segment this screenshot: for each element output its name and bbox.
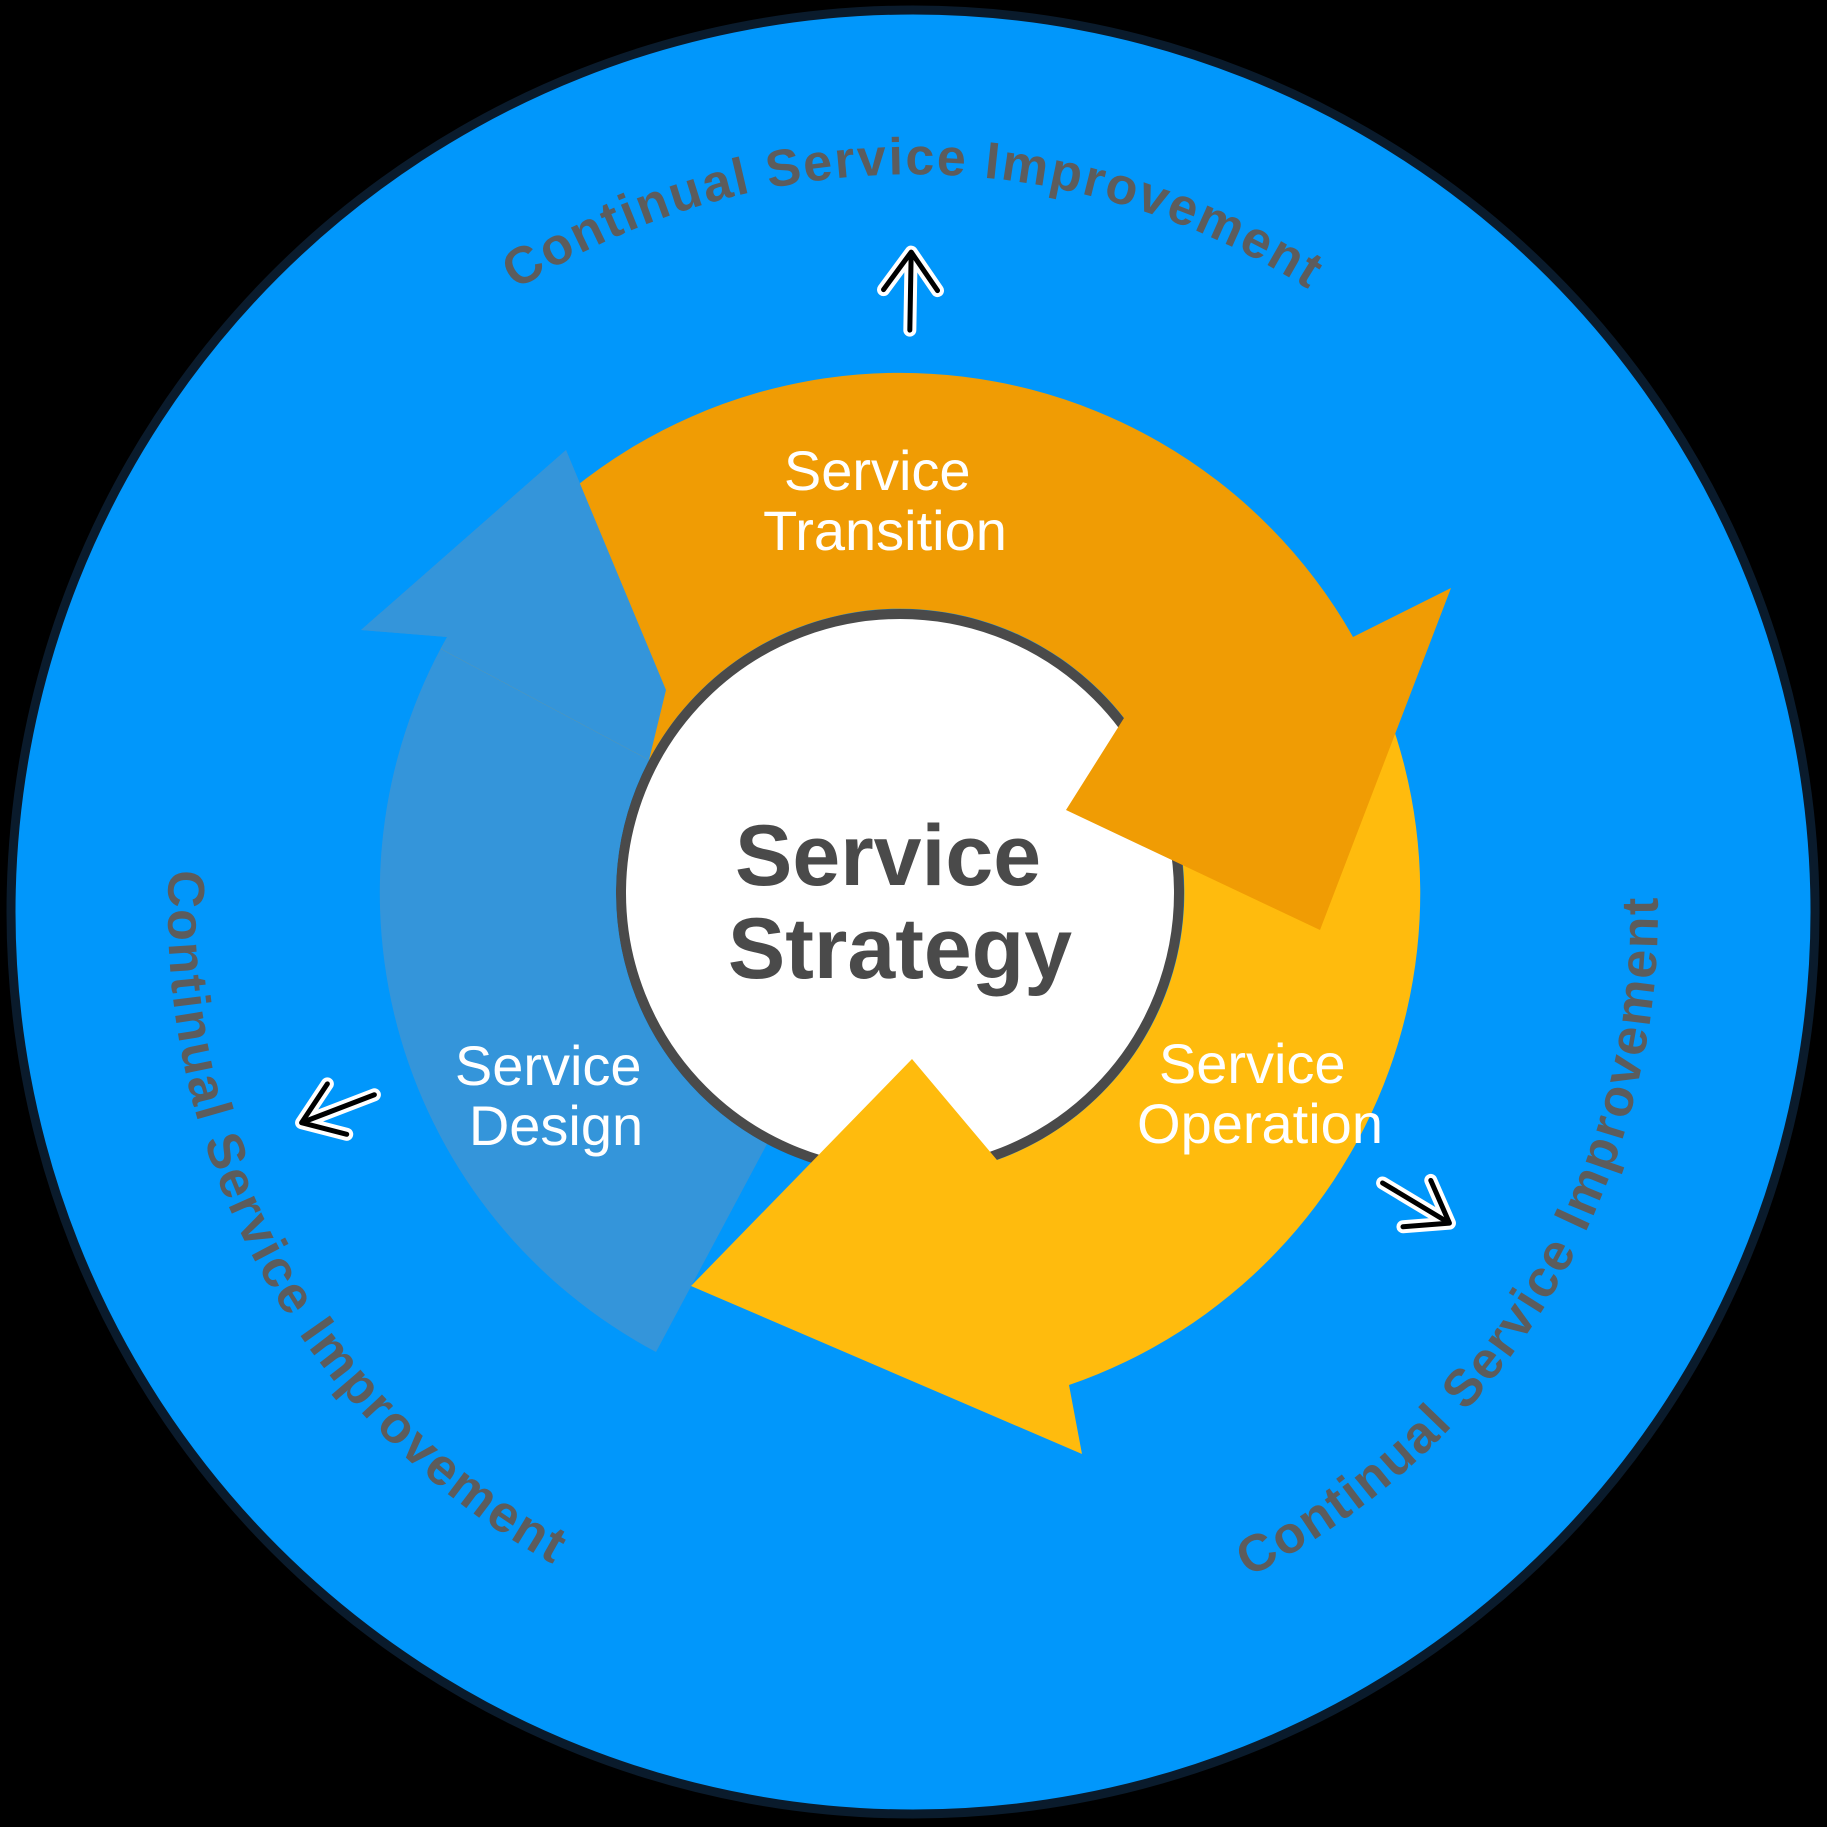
service-design-arrowhead-overlay: [361, 450, 666, 760]
service-transition-label: Service Transition: [763, 439, 1007, 562]
service-design-label: Service Design: [455, 1034, 657, 1157]
service-operation-label: Service Operation: [1137, 1032, 1383, 1155]
service-design-arrow: [361, 450, 767, 1352]
direction-arrow-down-left-icon: [295, 1077, 381, 1141]
direction-arrow-up-icon: [877, 245, 945, 337]
center-label: Service Strategy: [728, 808, 1072, 997]
direction-arrow-down-right-icon: [1376, 1173, 1456, 1234]
service-transition-arrow: [441, 372, 1451, 931]
